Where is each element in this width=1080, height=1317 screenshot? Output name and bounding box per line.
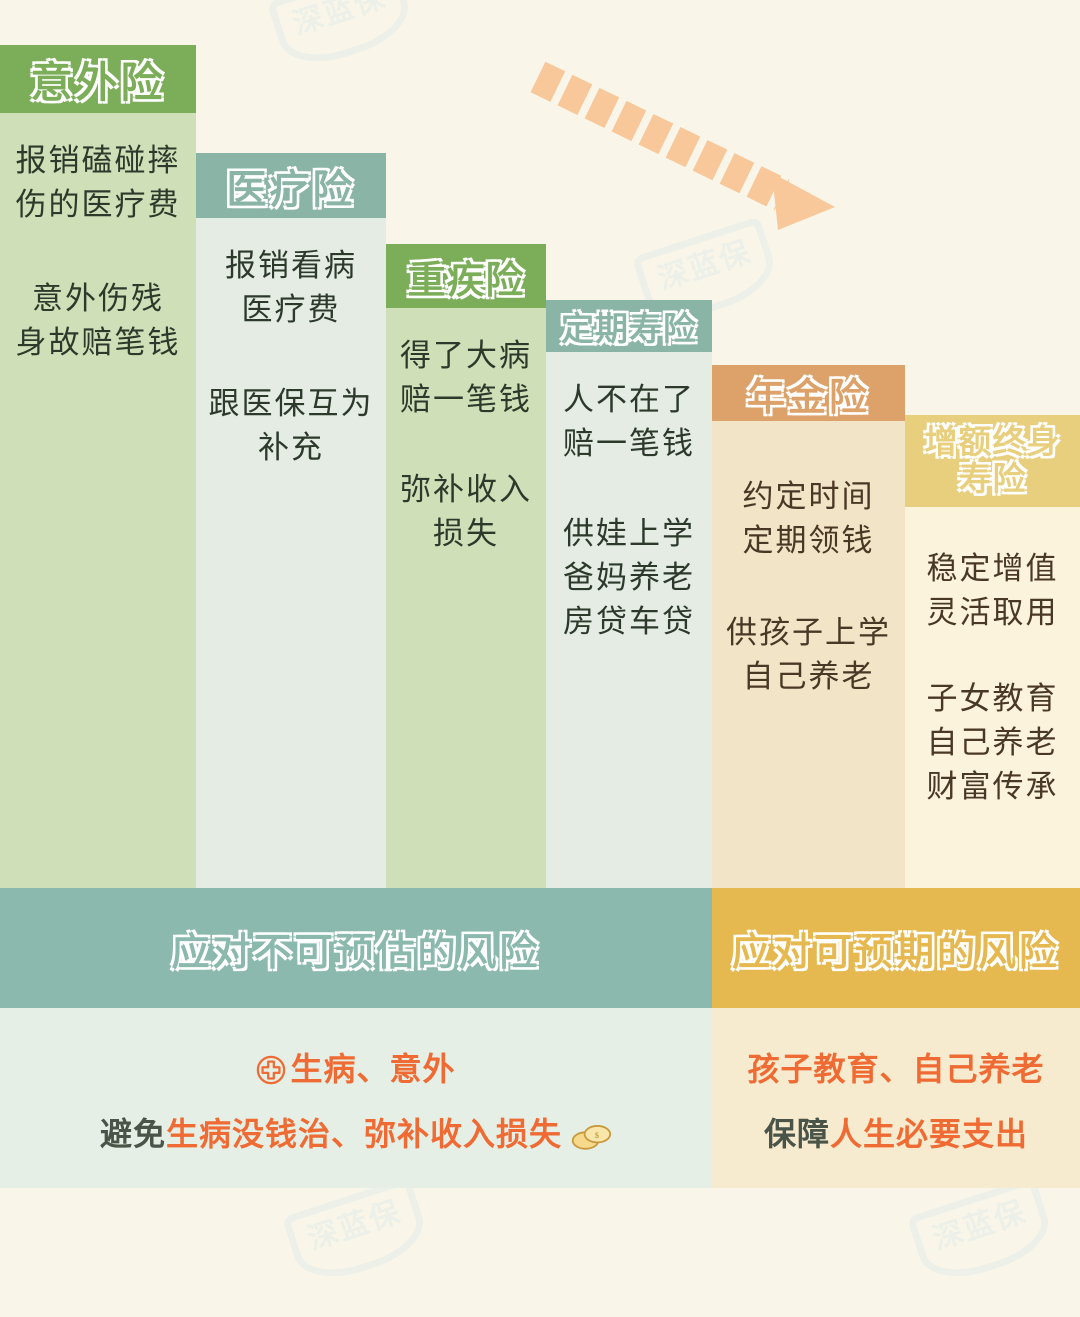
text-group: 得了大病 赔一笔钱 <box>386 334 546 422</box>
column-line: 定期领钱 <box>742 523 875 559</box>
column-header-accident: 意外险 <box>0 45 196 113</box>
column-body-medical: 报销看病 医疗费 跟医保互为 补充 <box>196 218 386 888</box>
column-line: 意外伤残 <box>32 281 164 317</box>
column-title: 年金险 <box>746 376 870 419</box>
text-group: 报销磕碰摔 伤的医疗费 <box>0 139 196 227</box>
column-title: 定期寿险 <box>561 310 697 347</box>
column-body-increasing-whole-life: 稳定增值 灵活取用 子女教育 自己养老 财富传承 <box>905 507 1080 888</box>
column-line: 自己养老 <box>742 659 875 695</box>
dashed-diagonal-arrow <box>520 55 850 230</box>
watermark-logo: 深蓝保 <box>266 0 418 75</box>
watermark-logo: 深蓝保 <box>906 1176 1058 1290</box>
column-line: 供娃上学 <box>563 516 695 552</box>
summary-prefix: 避免 <box>99 1116 166 1153</box>
column-line: 身故赔笔钱 <box>15 325 181 361</box>
column-title-line-1: 增额终身 <box>924 423 1061 461</box>
column-line: 爸妈养老 <box>563 560 695 596</box>
column-header-increasing-whole-life: 增额终身 寿险 <box>905 415 1080 507</box>
text-group: 跟医保互为 补充 <box>196 382 386 470</box>
summary-line-1: 生病、意外 <box>0 1048 712 1091</box>
text-group: 约定时间 定期领钱 <box>712 447 905 563</box>
summary-highlight: 生病没钱治、弥补收入损失 <box>166 1116 563 1153</box>
column-body-accident: 报销磕碰摔 伤的医疗费 意外伤残 身故赔笔钱 <box>0 113 196 888</box>
column-line: 伤的医疗费 <box>15 187 181 223</box>
column-title-line-2: 寿险 <box>958 460 1027 497</box>
summary-line-2: 保障人生必要支出 <box>712 1113 1080 1156</box>
text-group: 子女教育 自己养老 财富传承 <box>905 677 1080 809</box>
text-group: 稳定增值 灵活取用 <box>905 533 1080 635</box>
text-group: 弥补收入 损失 <box>386 468 546 556</box>
summary-highlight: 孩子教育、自己养老 <box>747 1051 1045 1087</box>
column-header-annuity: 年金险 <box>712 365 905 421</box>
summary-line-2: 避免生病没钱治、弥补收入损失 $ <box>0 1113 712 1156</box>
column-header-critical-illness: 重疾险 <box>386 244 546 308</box>
watermark-shield-icon: 深蓝保 <box>281 1176 433 1290</box>
column-body-annuity: 约定时间 定期领钱 供孩子上学 自己养老 <box>712 421 905 888</box>
summary-highlight: 人生必要支出 <box>830 1116 1029 1153</box>
column-line: 报销看病 <box>225 248 357 283</box>
column-line: 得了大病 <box>400 338 532 373</box>
summary-highlight: 生病、意外 <box>290 1051 456 1087</box>
column-line: 约定时间 <box>742 479 875 514</box>
summary-line-1: 孩子教育、自己养老 <box>712 1048 1080 1091</box>
summary-predictable-risk: 孩子教育、自己养老 保障人生必要支出 <box>712 1008 1080 1188</box>
text-group: 意外伤残 身故赔笔钱 <box>0 277 196 365</box>
summary-prefix: 保障 <box>763 1116 830 1153</box>
column-body-term-life: 人不在了 赔一笔钱 供娃上学 爸妈养老 房贷车贷 <box>546 352 712 888</box>
column-line: 跟医保互为 <box>208 386 374 422</box>
column-line: 赔一笔钱 <box>400 382 532 418</box>
column-line: 损失 <box>433 516 499 552</box>
column-body-critical-illness: 得了大病 赔一笔钱 弥补收入 损失 <box>386 308 546 888</box>
column-line: 医疗费 <box>241 292 341 328</box>
column-title: 重疾险 <box>407 259 525 302</box>
column-line: 稳定增值 <box>926 551 1059 586</box>
column-title: 医疗险 <box>226 167 356 212</box>
summary-unpredictable-risk: 生病、意外 避免生病没钱治、弥补收入损失 $ <box>0 1008 712 1188</box>
text-group: 人不在了 赔一笔钱 <box>546 378 712 466</box>
watermark-shield-icon: 深蓝保 <box>906 1176 1058 1290</box>
text-group: 报销看病 医疗费 <box>196 244 386 332</box>
column-header-medical: 医疗险 <box>196 153 386 218</box>
column-line: 自己养老 <box>926 725 1059 761</box>
band-label: 应对不可预估的风险 <box>171 931 541 974</box>
band-unpredictable-risk: 应对不可预估的风险 <box>0 888 712 1008</box>
text-group: 供孩子上学 自己养老 <box>712 611 905 699</box>
column-line: 供孩子上学 <box>726 615 891 651</box>
column-line: 子女教育 <box>926 681 1059 717</box>
svg-text:$: $ <box>595 1131 600 1140</box>
medical-cross-icon <box>256 1053 286 1085</box>
coins-icon: $ <box>570 1119 612 1150</box>
column-line: 补充 <box>258 430 324 466</box>
column-line: 房贷车贷 <box>563 604 695 640</box>
band-label: 应对可预期的风险 <box>731 931 1060 974</box>
watermark-shield-icon: 深蓝保 <box>266 0 418 75</box>
column-line: 人不在了 <box>563 382 695 417</box>
column-line: 弥补收入 <box>400 472 532 508</box>
column-line: 灵活取用 <box>926 595 1059 631</box>
column-line: 财富传承 <box>926 769 1059 805</box>
column-line: 赔一笔钱 <box>563 426 695 462</box>
text-group: 供娃上学 爸妈养老 房贷车贷 <box>546 512 712 644</box>
band-predictable-risk: 应对可预期的风险 <box>712 888 1080 1008</box>
column-title: 意外险 <box>30 58 166 106</box>
watermark-logo: 深蓝保 <box>281 1176 433 1290</box>
column-line: 报销磕碰摔 <box>15 143 181 178</box>
column-header-term-life: 定期寿险 <box>546 300 712 352</box>
